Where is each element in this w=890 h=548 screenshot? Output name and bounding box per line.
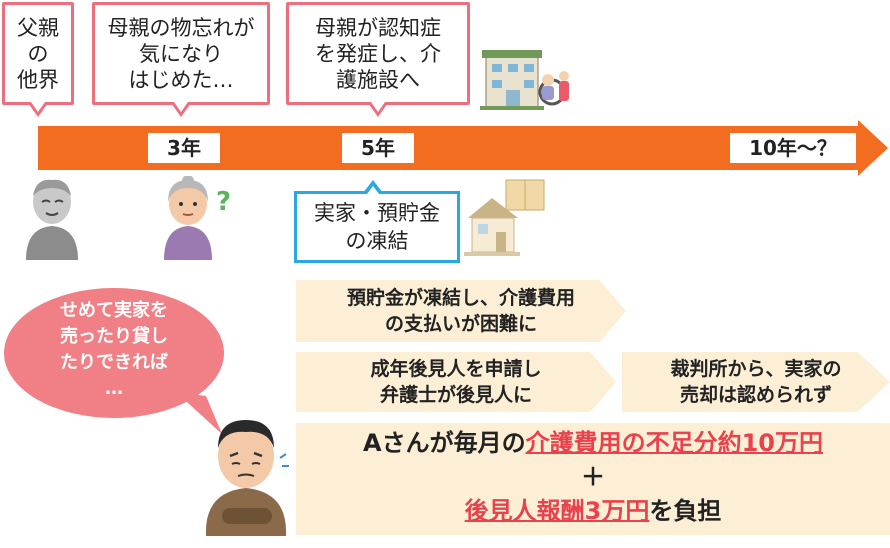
timeline-arrowhead xyxy=(858,120,888,176)
summary-line-3: 後見人報酬3万円を負担 xyxy=(296,496,890,526)
summary-guardian-fee: 後見人報酬3万円 xyxy=(464,497,650,525)
step-sale-denied-text: 裁判所から、実家の 売却は認められず xyxy=(670,358,842,406)
father-illustration xyxy=(26,179,78,260)
summary-line-1-prefix: Aさんが毎月の xyxy=(363,429,526,457)
callout-asset-freeze: 実家・預貯金 の凍結 xyxy=(294,180,460,263)
callout-father-death-text: 父親 の 他界 xyxy=(17,15,59,92)
summary-plus: ＋ xyxy=(581,463,605,491)
summary-line-1: Aさんが毎月の介護費用の不足分約10万円 xyxy=(296,428,890,458)
summary-line-3-suffix: を負担 xyxy=(649,497,722,525)
callout-mother-dementia: 母親が認知症 を発症し、介 護施設へ xyxy=(286,2,470,105)
tick-3-years: 3年 xyxy=(148,133,220,163)
callout-mother-forgetfulness-text: 母親の物忘れが 気になり はじめた… xyxy=(107,15,255,92)
summary-box xyxy=(296,423,890,535)
step-guardian-appointed-text: 成年後見人を申請し 弁護士が後見人に xyxy=(370,358,542,406)
care-facility-illustration xyxy=(480,50,569,110)
speech-bubble-tail xyxy=(176,392,222,434)
callout-mother-dementia-text: 母親が認知症 を発症し、介 護施設へ xyxy=(315,15,441,92)
callout-mother-forgetfulness: 母親の物忘れが 気になり はじめた… xyxy=(92,2,270,105)
house-and-boxes-illustration xyxy=(464,179,545,256)
worried-man-illustration xyxy=(205,420,289,536)
speech-bubble-text: せめて実家を 売ったり貸し たりできれば … xyxy=(60,300,168,399)
mother-confused-illustration: ? xyxy=(164,176,231,260)
summary-care-shortfall: 介護費用の不足分約10万円 xyxy=(525,429,823,457)
step-sale-denied: 裁判所から、実家の 売却は認められず xyxy=(622,352,890,412)
step-savings-frozen: 預貯金が凍結し、介護費用 の支払いが困難に xyxy=(296,280,626,342)
svg-text:?: ? xyxy=(216,187,231,217)
callout-asset-freeze-text: 実家・預貯金 の凍結 xyxy=(314,201,440,253)
tick-5-years: 5年 xyxy=(342,133,414,163)
step-savings-frozen-text: 預貯金が凍結し、介護費用 の支払いが困難に xyxy=(346,287,575,335)
tick-10-years: 10年～？ xyxy=(730,133,856,163)
callout-father-death: 父親 の 他界 xyxy=(2,2,74,105)
step-guardian-appointed: 成年後見人を申請し 弁護士が後見人に xyxy=(296,352,616,412)
